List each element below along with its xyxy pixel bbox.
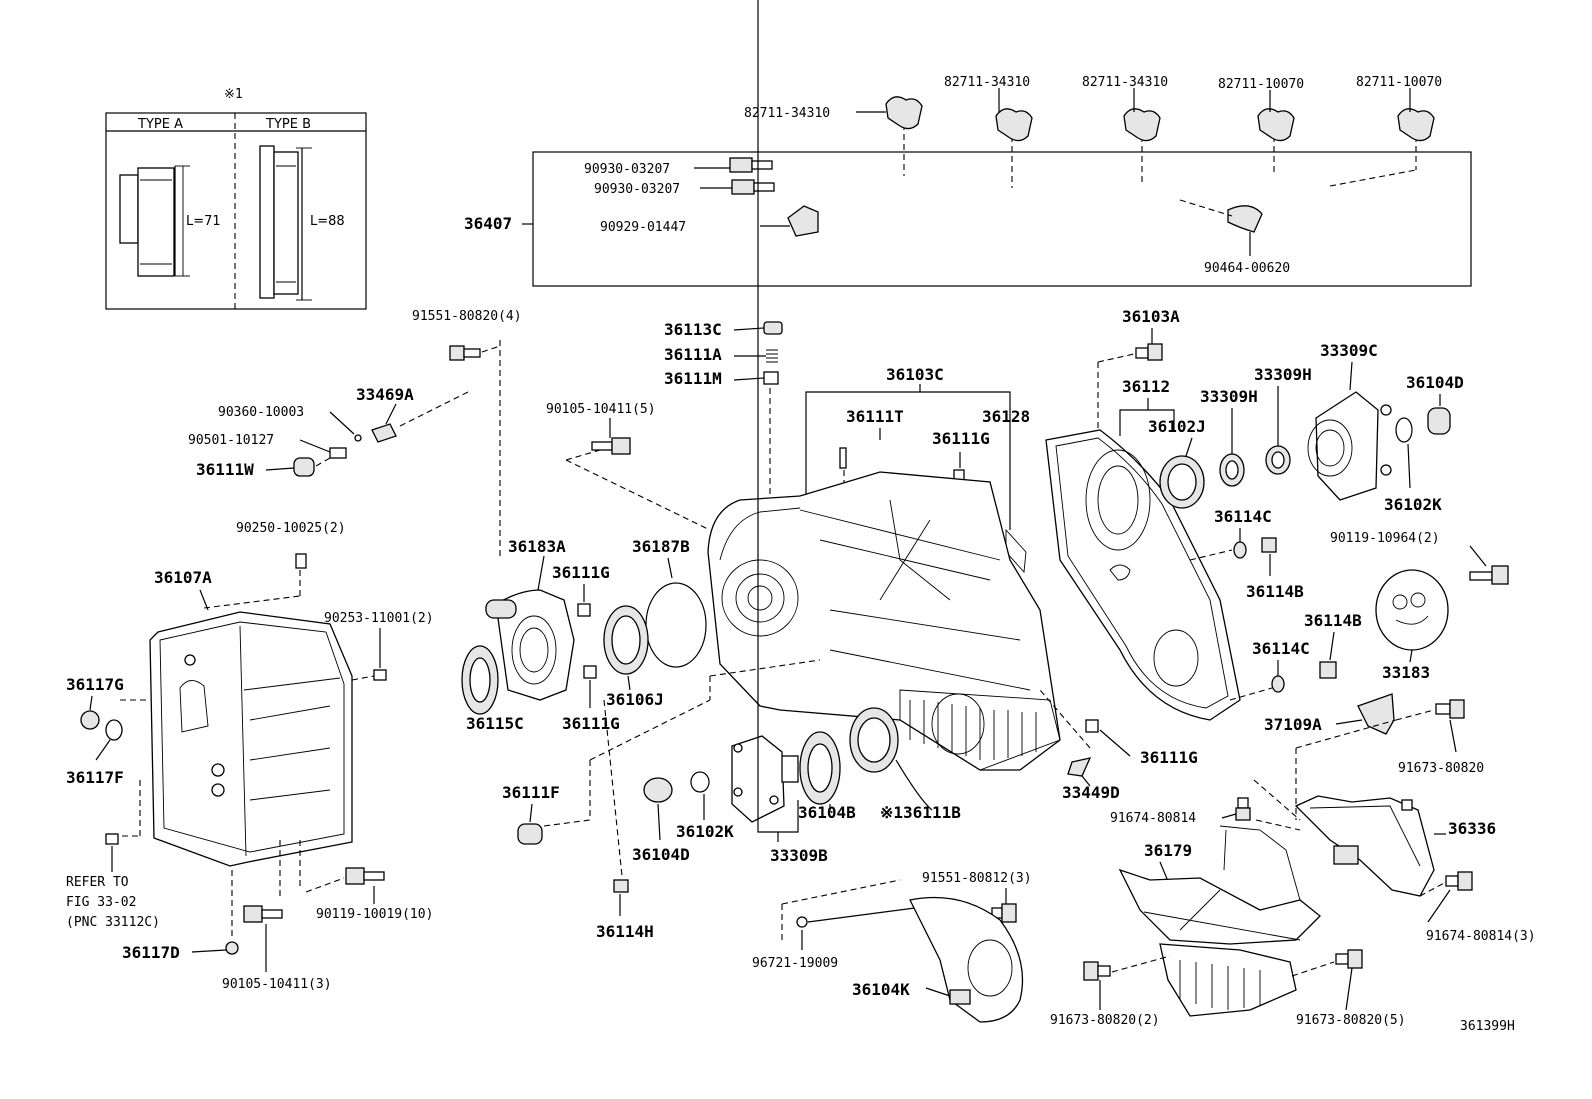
label-refer-2: FIG 33-02 [66, 895, 136, 910]
label-90360-10003: 90360-10003 [218, 405, 304, 420]
label-91551-80820: 91551-80820(4) [412, 309, 522, 324]
type-a-label: TYPE A [137, 117, 183, 132]
label-91551-80812: 91551-80812(3) [922, 871, 1032, 886]
label-90930-03207-a: 90930-03207 [584, 162, 670, 177]
label-36179: 36179 [1144, 841, 1192, 860]
label-36112: 36112 [1122, 377, 1170, 396]
label-91673-80820: 91673-80820 [1398, 761, 1484, 776]
len-a-label: L=71 [186, 214, 221, 229]
label-36111A: 36111A [664, 345, 722, 364]
label-36111M: 36111M [664, 369, 722, 388]
label-refer-3: (PNC 33112C) [66, 915, 160, 930]
label-33469A: 33469A [356, 385, 414, 404]
label-refer-1: REFER TO [66, 875, 129, 890]
case-36103A: 36103A 36112 36102J 33309H 33309H 33309C [1045, 307, 1509, 721]
label-36187B: 36187B [632, 537, 690, 556]
label-90105-10411-5: 90105-10411(5) [546, 402, 656, 417]
clamp-icon [1397, 108, 1435, 142]
label-37109A: 37109A [1264, 715, 1322, 734]
front-components: 36183A 36111G 36187B 36106J 36115C 36111… [461, 537, 707, 845]
label-36114H: 36114H [596, 922, 654, 941]
label-90119-10019: 90119-10019(10) [316, 907, 433, 922]
label-90253-11001: 90253-11001(2) [324, 611, 434, 626]
label-36104B: 36104B [798, 803, 856, 822]
label-36111W: 36111W [196, 460, 254, 479]
label-36111B: ※136111B [880, 803, 961, 822]
label-33183: 33183 [1382, 663, 1430, 682]
dust-cover: 91551-80812(3) 96721-19009 36104K [752, 871, 1032, 1023]
label-36102K-b: 36102K [1384, 495, 1442, 514]
type-inset: ※1 TYPE A TYPE B L=71 L=88 [105, 87, 367, 310]
label-33309H-b: 33309H [1254, 365, 1312, 384]
label-36128: 36128 [982, 407, 1030, 426]
label-36104K: 36104K [852, 980, 910, 999]
label-36117G: 36117G [66, 675, 124, 694]
clamp-icon [995, 108, 1033, 142]
label-36407: 36407 [464, 214, 512, 233]
label-36336: 36336 [1448, 819, 1496, 838]
label-82711-34310-b: 82711-34310 [944, 75, 1030, 90]
label-36103C: 36103C [886, 365, 944, 384]
label-90105-10411-3: 90105-10411(3) [222, 977, 332, 992]
label-91674-80814-3: 91674-80814(3) [1426, 929, 1536, 944]
clamp-icon [885, 96, 923, 130]
note-mark: ※1 [224, 87, 243, 102]
label-36104D-a: 36104D [632, 845, 690, 864]
len-b-label: L=88 [310, 214, 345, 229]
label-82711-34310-c: 82711-34310 [1082, 75, 1168, 90]
label-36117D: 36117D [122, 943, 180, 962]
label-36114C-a: 36114C [1214, 507, 1272, 526]
label-33449D: 33449D [1062, 783, 1120, 802]
label-36102K-a: 36102K [676, 822, 734, 841]
label-36115C: 36115C [466, 714, 524, 733]
label-33309H-a: 33309H [1200, 387, 1258, 406]
label-36183A: 36183A [508, 537, 566, 556]
label-36111G-d: 36111G [1140, 748, 1198, 767]
label-36111G-a: 36111G [932, 429, 990, 448]
clamp-icon [1123, 108, 1161, 142]
label-96721-19009: 96721-19009 [752, 956, 838, 971]
center-upper-parts: 36113C 36111A 36111M 90105-10411(5) [546, 320, 783, 531]
label-90464-00620: 90464-00620 [1204, 261, 1290, 276]
label-91673-80820-2: 91673-80820(2) [1050, 1013, 1160, 1028]
label-36117F: 36117F [66, 768, 124, 787]
figure-number: 361399H [1460, 1019, 1515, 1034]
label-90929-01447: 90929-01447 [600, 220, 686, 235]
label-90250-10025: 90250-10025(2) [236, 521, 346, 536]
label-36114B-a: 36114B [1246, 582, 1304, 601]
label-36114B-b: 36114B [1304, 611, 1362, 630]
tube-assembly: 36407 90930-03207 90930-03207 90929-0144… [464, 124, 1472, 287]
label-36104D-b: 36104D [1406, 373, 1464, 392]
label-36106J: 36106J [606, 690, 664, 709]
label-36107A: 36107A [154, 568, 212, 587]
clamps: 82711-34310 82711-34310 82711-34310 8271… [744, 75, 1442, 142]
label-36111F: 36111F [502, 783, 560, 802]
label-82711-10070-a: 82711-10070 [1218, 77, 1304, 92]
label-91674-80814: 91674-80814 [1110, 811, 1196, 826]
label-82711-10070-b: 82711-10070 [1356, 75, 1442, 90]
label-90501-10127: 90501-10127 [188, 433, 274, 448]
label-36102J: 36102J [1148, 417, 1206, 436]
label-36114C-b: 36114C [1252, 639, 1310, 658]
label-36111G-c: 36111G [562, 714, 620, 733]
label-33309B: 33309B [770, 846, 828, 865]
label-36103A: 36103A [1122, 307, 1180, 326]
case-36107A: 90250-10025(2) 36107A 90253-11001(2) 361… [66, 521, 434, 992]
clamp-icon [1257, 108, 1295, 142]
label-90119-10964: 90119-10964(2) [1330, 531, 1440, 546]
label-36111G-b: 36111G [552, 563, 610, 582]
left-upper-parts: 91551-80820(4) 90360-10003 33469A 90501-… [188, 309, 522, 560]
label-33309C: 33309C [1320, 341, 1378, 360]
output-components: 36104B ※136111B 33309B 36102K 36104D 361… [596, 0, 1198, 941]
label-90930-03207-b: 90930-03207 [594, 182, 680, 197]
skid-plates: 37109A 91673-80820 91674-80814 36336 916… [1050, 693, 1536, 1028]
case-36103C: 36103C 36111T 36128 36111G [543, 365, 1091, 877]
type-b-label: TYPE B [265, 117, 311, 132]
label-36113C: 36113C [664, 320, 722, 339]
label-36111T: 36111T [846, 407, 904, 426]
label-82711-34310-a: 82711-34310 [744, 106, 830, 121]
label-91673-80820-5: 91673-80820(5) [1296, 1013, 1406, 1028]
